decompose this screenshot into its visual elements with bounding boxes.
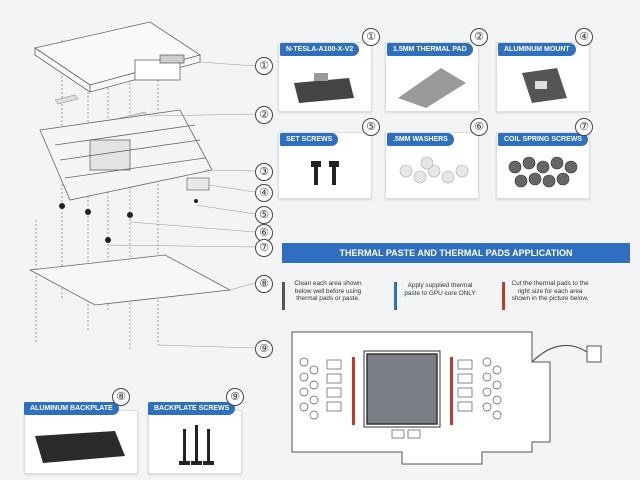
part-number-2: ②: [470, 28, 488, 46]
callout-1: ①: [255, 57, 273, 75]
application-title: THERMAL PASTE AND THERMAL PADS APPLICATI…: [282, 243, 630, 263]
backplate-screws-image: [179, 425, 214, 465]
part-label-washers: .5MM WASHERS: [387, 133, 454, 146]
part-number-1: ①: [362, 28, 380, 46]
coldplate: [39, 109, 213, 201]
callout-2: ②: [255, 106, 273, 124]
callout-4: ④: [255, 184, 273, 202]
part-number-8: ⑧: [112, 388, 130, 406]
part-label-waterblock: N-TESLA-A100-X-V2: [280, 43, 360, 56]
callout-9: ⑨: [255, 340, 273, 358]
waterblock-image: [294, 73, 354, 103]
part-card-backplate-screws: [148, 410, 242, 474]
callout-8: ⑧: [255, 275, 273, 293]
step-1-text: Clean each area shown below well before …: [294, 280, 362, 303]
callout-7: ⑦: [255, 239, 273, 257]
pcb-pad-layout: [291, 331, 602, 465]
part-card-backplate: [24, 410, 138, 474]
step-2-bar: [394, 282, 397, 310]
step-2-text: Apply supplied thermal paste to GPU core…: [404, 282, 476, 297]
callout-5: ⑤: [255, 206, 273, 224]
spring-screws-image: [508, 156, 578, 188]
part-number-5: ⑤: [362, 118, 380, 136]
step-1-bar: [282, 282, 285, 310]
washers-image: [399, 156, 469, 184]
part-number-7: ⑦: [575, 118, 593, 136]
part-label-spring-screws: COIL SPRING SCREWS: [498, 133, 589, 146]
waterblock-top: [34, 21, 201, 93]
part-number-9: ⑨: [226, 388, 244, 406]
mount-image: [522, 68, 567, 103]
exploded-assembly-diagram: [28, 21, 256, 350]
part-label-backplate-screws: BACKPLATE SCREWS: [148, 402, 236, 415]
part-number-4: ④: [575, 28, 593, 46]
thermal-pad-image: [398, 68, 466, 108]
step-3-text: Cut the thermal pads to the right size f…: [511, 280, 589, 303]
gpu-core-paste-area: [366, 353, 438, 425]
backplate-diagram: [28, 254, 232, 306]
backplate-image: [35, 431, 125, 463]
part-label-mount: ALUMINUM MOUNT: [498, 43, 576, 56]
set-screws-image: [311, 161, 339, 185]
step-3-bar: [502, 282, 505, 310]
part-number-6: ⑥: [470, 118, 488, 136]
part-label-thermal-pad: 1.5MM THERMAL PAD: [387, 43, 473, 56]
part-label-set-screws: SET SCREWS: [280, 133, 339, 146]
callout-3: ③: [255, 163, 273, 181]
part-label-backplate: ALUMINUM BACKPLATE: [24, 402, 119, 415]
